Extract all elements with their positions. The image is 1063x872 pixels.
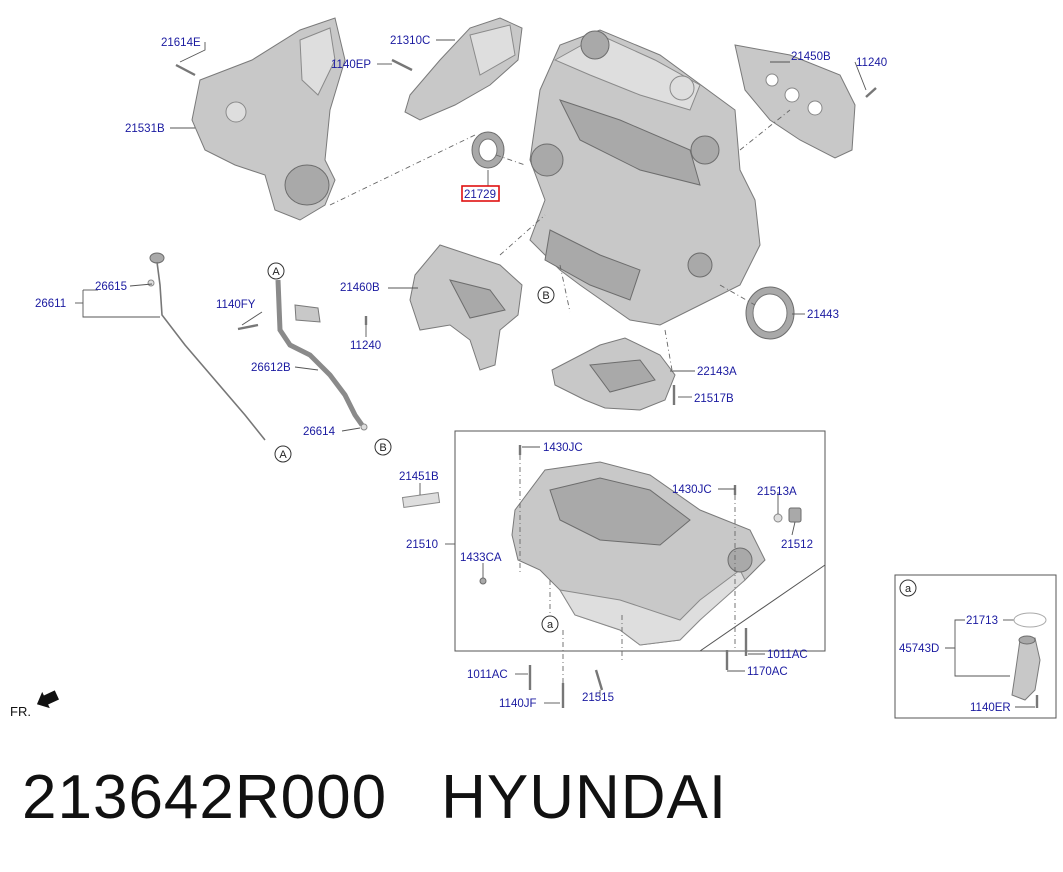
svg-text:a: a	[547, 619, 554, 631]
oil-pan-frame-edge	[455, 564, 826, 652]
label-26614: 26614	[303, 426, 336, 438]
label-26611: 26611	[35, 298, 66, 310]
svg-text:B: B	[542, 290, 549, 302]
label-21512: 21512	[781, 539, 813, 551]
dipstick-tube-part	[275, 279, 368, 431]
leader-lines	[75, 39, 1035, 708]
drain-plug-21512	[788, 507, 802, 523]
label-21531B: 21531B	[125, 123, 165, 135]
label-11240-top: 11240	[856, 57, 887, 69]
oil-dipstick-part	[147, 252, 266, 441]
ref-circle-a-pan: a	[541, 615, 559, 633]
ref-circle-A-bottom: A	[274, 445, 292, 463]
front-direction-indicator: FR.	[10, 690, 59, 719]
highlighted-part-box	[461, 185, 500, 202]
bolt-1433CA	[479, 577, 487, 585]
label-26615: 26615	[95, 281, 127, 293]
label-1433CA: 1433CA	[460, 552, 502, 564]
svg-text:FR.: FR.	[10, 704, 31, 719]
oil-baffle-part	[551, 337, 676, 411]
label-1170AC: 1170AC	[747, 666, 788, 678]
svg-text:A: A	[272, 266, 280, 278]
label-21310C: 21310C	[390, 35, 430, 47]
svg-text:a: a	[905, 583, 912, 595]
label-1430JC-left: 1430JC	[543, 442, 583, 454]
label-21460B: 21460B	[340, 282, 380, 294]
label-1011AC-right: 1011AC	[767, 649, 808, 661]
label-11240-bracket: 11240	[350, 340, 381, 352]
engine-block-part	[529, 29, 761, 326]
label-1140JF: 1140JF	[499, 698, 537, 710]
dashed-leaders	[329, 109, 791, 683]
label-21614E: 21614E	[161, 37, 201, 49]
washer-21513A	[773, 513, 783, 523]
label-21451B: 21451B	[399, 471, 439, 483]
svg-text:A: A	[279, 449, 287, 461]
ref-circle-A-top: A	[267, 262, 285, 280]
label-21450B: 21450B	[791, 51, 831, 63]
label-45743D: 45743D	[899, 643, 939, 655]
oil-seal-part	[471, 131, 505, 169]
engine-bracket-part	[409, 244, 523, 371]
ref-circle-B-engine: B	[537, 286, 555, 304]
footer-caption: 213642R000 HYUNDAI	[22, 762, 781, 833]
oil-pan-part	[511, 461, 766, 646]
front-arrow-icon	[36, 690, 59, 709]
part-number: 213642R000	[22, 763, 388, 832]
bolts	[175, 58, 1039, 708]
label-26612B: 26612B	[251, 362, 291, 374]
brand-name: HYUNDAI	[441, 763, 728, 832]
label-1430JC-right: 1430JC	[672, 484, 712, 496]
label-21517B: 21517B	[694, 393, 734, 405]
rear-oil-seal-part	[745, 286, 795, 340]
ref-circle-B-left: B	[374, 438, 392, 456]
label-1140EP: 1140EP	[331, 59, 371, 71]
heat-shield-part	[734, 44, 856, 159]
timing-cover-part	[191, 17, 346, 221]
label-22143A: 22143A	[697, 366, 737, 378]
o-ring-21713	[1013, 612, 1047, 628]
label-21713: 21713	[966, 615, 998, 627]
upper-timing-cover-part	[404, 17, 523, 121]
label-1140ER: 1140ER	[970, 702, 1011, 714]
label-21443: 21443	[807, 309, 839, 321]
label-1140FY: 1140FY	[216, 299, 256, 311]
oil-level-sensor-45743D	[1011, 637, 1041, 701]
gasket-21451B	[401, 491, 441, 509]
label-21513A: 21513A	[757, 486, 797, 498]
label-21729: 21729	[464, 189, 496, 201]
detail-inset-a: a	[894, 574, 1057, 719]
label-1011AC-left: 1011AC	[467, 669, 508, 681]
label-21515: 21515	[582, 692, 614, 704]
svg-text:B: B	[379, 442, 386, 454]
label-21510: 21510	[406, 539, 438, 551]
